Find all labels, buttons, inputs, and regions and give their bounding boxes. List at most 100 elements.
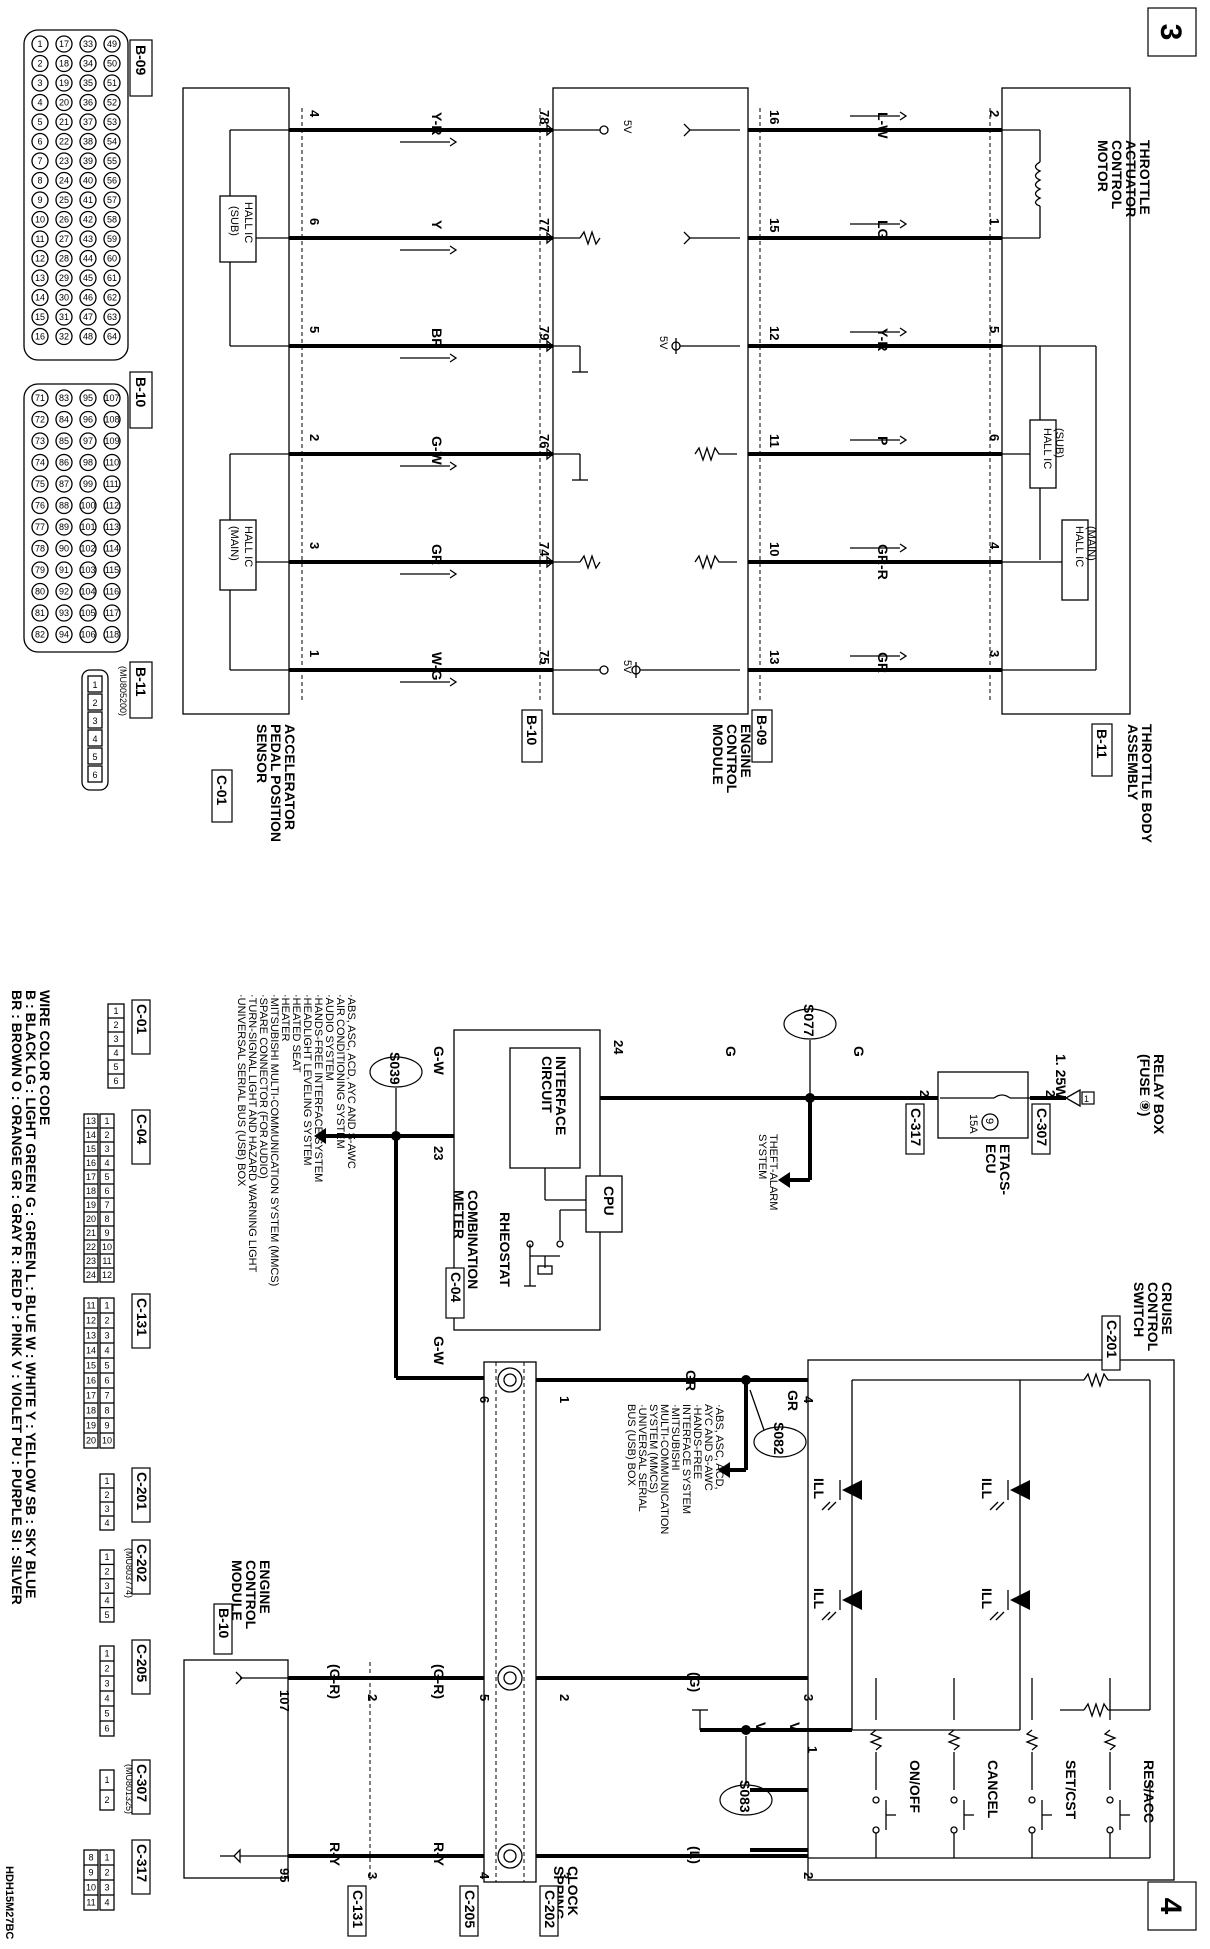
svg-text:11: 11 xyxy=(86,1898,95,1908)
svg-text:40: 40 xyxy=(83,176,93,186)
s039-label: S039 xyxy=(387,1052,403,1085)
conn-view-b11-label: B-11 xyxy=(133,667,149,697)
accel-wire-Y: Y xyxy=(429,220,445,230)
engine-control-module-box xyxy=(552,87,749,715)
relay-box-fuse: (FUSE ⑨) xyxy=(1137,1054,1153,1116)
relay-box: 1 xyxy=(1064,1088,1095,1108)
connector-tag-c131 xyxy=(347,1885,367,1937)
svg-text:2: 2 xyxy=(104,1567,109,1577)
pin-1-clock: 1 xyxy=(557,1396,572,1403)
pin-4-c205: 4 xyxy=(477,1872,492,1880)
wire-g-label-2: G xyxy=(723,1046,739,1057)
throttle-assembly-2: ASSEMBLY xyxy=(1125,724,1141,801)
c307-label: C-307 xyxy=(1034,1108,1050,1146)
splice-s083 xyxy=(719,1784,773,1816)
pin-2-c201: 2 xyxy=(801,1872,816,1879)
wire-l-paren-label: (L) xyxy=(687,1846,703,1864)
wire-color-code-title: WIRE COLOR CODE xyxy=(37,990,53,1125)
svg-text:3: 3 xyxy=(113,1034,118,1044)
bottom-conn-C-04: C-04 xyxy=(134,1114,150,1145)
svg-text:9: 9 xyxy=(104,1228,109,1238)
bottom-conn-C-317: C-317 xyxy=(134,1844,150,1882)
connector-tag-b09 xyxy=(751,709,773,763)
svg-text:72: 72 xyxy=(35,415,45,425)
svg-text:3: 3 xyxy=(37,78,42,88)
accelerator-wires xyxy=(289,128,553,672)
throttle-hall-ic-main xyxy=(1061,519,1089,601)
svg-text:2: 2 xyxy=(113,1020,118,1030)
ill-led-icon xyxy=(821,1480,862,1511)
connector-tag-c202 xyxy=(539,1885,559,1937)
throttle-hall-sub-text: HALL IC xyxy=(1041,428,1053,469)
pin-95: 95 xyxy=(277,1868,292,1882)
bottom-conn-C-205: C-205 xyxy=(134,1644,150,1682)
system-item: ·HEADLIGHT LEVELING SYSTEM xyxy=(301,994,313,1166)
svg-text:48: 48 xyxy=(83,332,93,342)
interface-label-2: CIRCUIT xyxy=(539,1056,555,1113)
accel-wire-G-W: G-W xyxy=(429,436,445,466)
ecm-bottom-label-1: ENGINE xyxy=(257,1560,273,1614)
svg-text:17: 17 xyxy=(86,1172,96,1182)
s082-system-item: ·HANDS-FREE xyxy=(691,1404,703,1479)
clock-spring-box xyxy=(483,1361,537,1883)
wire-ry-label-2: R-Y xyxy=(327,1842,343,1867)
etacs-label-2: ECU xyxy=(983,1144,999,1174)
svg-text:6: 6 xyxy=(104,1376,109,1386)
svg-text:15: 15 xyxy=(35,312,45,322)
b10-bottom-label: B-10 xyxy=(216,1608,232,1639)
theft-alarm-label-2: SYSTEM xyxy=(756,1134,768,1179)
ill-label: ILL xyxy=(979,1478,995,1499)
svg-text:1: 1 xyxy=(104,1116,109,1126)
accel-pin-1: 1 xyxy=(307,650,322,657)
pin-3-c202: 3 xyxy=(557,1872,572,1879)
svg-text:44: 44 xyxy=(83,254,93,264)
svg-text:3: 3 xyxy=(104,1144,109,1154)
motor-coil-icon xyxy=(1034,161,1042,207)
svg-text:53: 53 xyxy=(107,117,117,127)
ecm-b10-pin-77: 77 xyxy=(537,218,552,232)
svg-text:1: 1 xyxy=(37,39,42,49)
svg-text:86: 86 xyxy=(59,458,69,468)
svg-text:22: 22 xyxy=(59,137,69,147)
svg-text:2: 2 xyxy=(37,59,42,69)
fuse-number: 9 xyxy=(983,1118,995,1124)
svg-text:5: 5 xyxy=(104,1361,109,1371)
system-item: ·HEATER xyxy=(279,994,291,1042)
ecm-internal-symbols xyxy=(546,123,740,678)
svg-text:13: 13 xyxy=(86,1331,96,1341)
accel-wire-Y-R: Y-R xyxy=(429,112,445,135)
throttle-pin-3: 3 xyxy=(987,650,1002,657)
svg-text:11: 11 xyxy=(86,1301,95,1311)
svg-text:24: 24 xyxy=(86,1270,96,1280)
ecm-b10-pin-75: 75 xyxy=(537,650,552,664)
throttle-wire-Y-R: Y-R xyxy=(875,328,891,351)
s082-label: S082 xyxy=(771,1422,787,1455)
pin-24: 24 xyxy=(611,1040,626,1055)
ecm-b10-pin-74: 74 xyxy=(537,542,552,557)
svg-text:16: 16 xyxy=(86,1376,96,1386)
svg-text:13: 13 xyxy=(86,1116,96,1126)
svg-text:3: 3 xyxy=(104,1679,109,1689)
svg-text:3: 3 xyxy=(104,1504,109,1514)
pin-2-c317: 2 xyxy=(917,1090,932,1097)
system-item: ·UNIVERSAL SERIAL BUS (USB) BOX xyxy=(235,994,247,1187)
accel-hall-main-label: (MAIN) xyxy=(228,526,240,561)
accelerator-pedal-sensor-box xyxy=(182,87,290,715)
svg-text:8: 8 xyxy=(104,1406,109,1416)
svg-text:36: 36 xyxy=(83,98,93,108)
conn-view-b10-label: B-10 xyxy=(133,377,149,408)
svg-text:84: 84 xyxy=(59,415,69,425)
svg-text:32: 32 xyxy=(59,332,69,342)
fuse-number-circle xyxy=(981,1113,999,1131)
svg-text:7: 7 xyxy=(104,1200,109,1210)
accel-title-1: ACCELERATOR xyxy=(282,724,298,830)
svg-text:6: 6 xyxy=(113,1076,118,1086)
svg-text:23: 23 xyxy=(59,156,69,166)
theft-alarm-arrow xyxy=(778,1172,790,1188)
accel-hall-ic-wiring xyxy=(219,129,289,671)
